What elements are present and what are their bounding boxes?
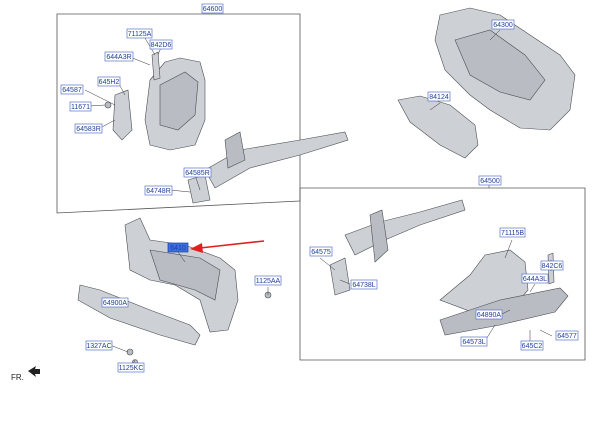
svg-text:1125KC: 1125KC bbox=[119, 365, 144, 372]
svg-text:64600: 64600 bbox=[203, 6, 223, 13]
bumper-beam bbox=[77, 284, 201, 346]
label-64101-highlighted[interactable]: 6410 bbox=[167, 242, 189, 253]
svg-text:64573L: 64573L bbox=[462, 339, 485, 346]
label-644A3L[interactable]: 644A3L bbox=[521, 273, 549, 284]
label-64500[interactable]: 64500 bbox=[478, 175, 502, 186]
svg-text:64900A: 64900A bbox=[103, 300, 127, 307]
label-64587[interactable]: 64587 bbox=[60, 84, 84, 95]
label-64583R[interactable]: 64583R bbox=[74, 123, 103, 134]
svg-text:71115B: 71115B bbox=[501, 230, 524, 237]
svg-text:84124: 84124 bbox=[429, 94, 449, 101]
right-side-member bbox=[329, 199, 466, 296]
label-645H2[interactable]: 645H2 bbox=[97, 76, 121, 87]
label-64890A[interactable]: 64890A bbox=[475, 309, 503, 320]
svg-text:64300: 64300 bbox=[493, 22, 513, 29]
label-1125AA[interactable]: 1125AA bbox=[254, 275, 282, 286]
svg-text:64748R: 64748R bbox=[146, 188, 171, 195]
svg-text:64587: 64587 bbox=[62, 87, 82, 94]
svg-text:71125A: 71125A bbox=[128, 31, 152, 38]
label-64575[interactable]: 64575 bbox=[309, 246, 333, 257]
front-label: FR. bbox=[11, 373, 24, 382]
svg-text:645C2: 645C2 bbox=[522, 343, 543, 350]
svg-text:64585R: 64585R bbox=[185, 170, 210, 177]
label-842D6[interactable]: 842D6 bbox=[149, 39, 173, 50]
svg-text:644A3L: 644A3L bbox=[523, 276, 547, 283]
part-labels: 64600 71125A 842D6 644A3R 64587 645H2 11… bbox=[60, 3, 579, 373]
label-1125KC[interactable]: 1125KC bbox=[117, 362, 145, 373]
label-64600[interactable]: 64600 bbox=[201, 3, 224, 14]
svg-text:64500: 64500 bbox=[480, 178, 500, 185]
label-64573L[interactable]: 64573L bbox=[460, 336, 488, 347]
svg-text:842C6: 842C6 bbox=[542, 263, 563, 270]
svg-text:6410: 6410 bbox=[170, 245, 186, 252]
label-1327AC[interactable]: 1327AC bbox=[85, 340, 113, 351]
svg-text:64583R: 64583R bbox=[76, 126, 101, 133]
label-11671[interactable]: 11671 bbox=[69, 101, 92, 112]
cowl-bracket bbox=[397, 95, 479, 159]
svg-text:1125AA: 1125AA bbox=[256, 278, 281, 285]
label-842C6[interactable]: 842C6 bbox=[540, 260, 564, 271]
front-end-module bbox=[124, 217, 239, 333]
label-645C2[interactable]: 645C2 bbox=[520, 340, 544, 351]
front-arrow-icon bbox=[28, 366, 40, 377]
front-direction-indicator: FR. bbox=[11, 366, 40, 382]
svg-text:64738L: 64738L bbox=[352, 282, 375, 289]
fastener-bolts bbox=[104, 101, 272, 365]
group-frame-64500 bbox=[299, 187, 586, 361]
svg-text:842D6: 842D6 bbox=[151, 42, 172, 49]
label-84124[interactable]: 84124 bbox=[427, 91, 451, 102]
label-64585R[interactable]: 64585R bbox=[183, 167, 212, 178]
label-71125A[interactable]: 71125A bbox=[126, 28, 153, 39]
fender-apron-assembly bbox=[112, 51, 206, 151]
side-member-rail bbox=[187, 131, 349, 204]
svg-text:64890A: 64890A bbox=[477, 312, 501, 319]
svg-text:11671: 11671 bbox=[71, 104, 90, 111]
svg-text:644A3R: 644A3R bbox=[106, 54, 131, 61]
label-64748R[interactable]: 64748R bbox=[144, 185, 173, 196]
svg-text:645H2: 645H2 bbox=[99, 79, 120, 86]
svg-text:64575: 64575 bbox=[311, 249, 331, 256]
callout-arrow bbox=[190, 240, 265, 253]
svg-text:1327AC: 1327AC bbox=[86, 343, 111, 350]
label-64738L[interactable]: 64738L bbox=[350, 279, 378, 290]
label-71115B[interactable]: 71115B bbox=[499, 227, 526, 238]
label-64577[interactable]: 64577 bbox=[555, 330, 579, 341]
svg-text:64577: 64577 bbox=[557, 333, 577, 340]
label-644A3R[interactable]: 644A3R bbox=[104, 51, 134, 62]
label-64900A[interactable]: 64900A bbox=[101, 297, 129, 308]
label-64300[interactable]: 64300 bbox=[491, 19, 515, 30]
